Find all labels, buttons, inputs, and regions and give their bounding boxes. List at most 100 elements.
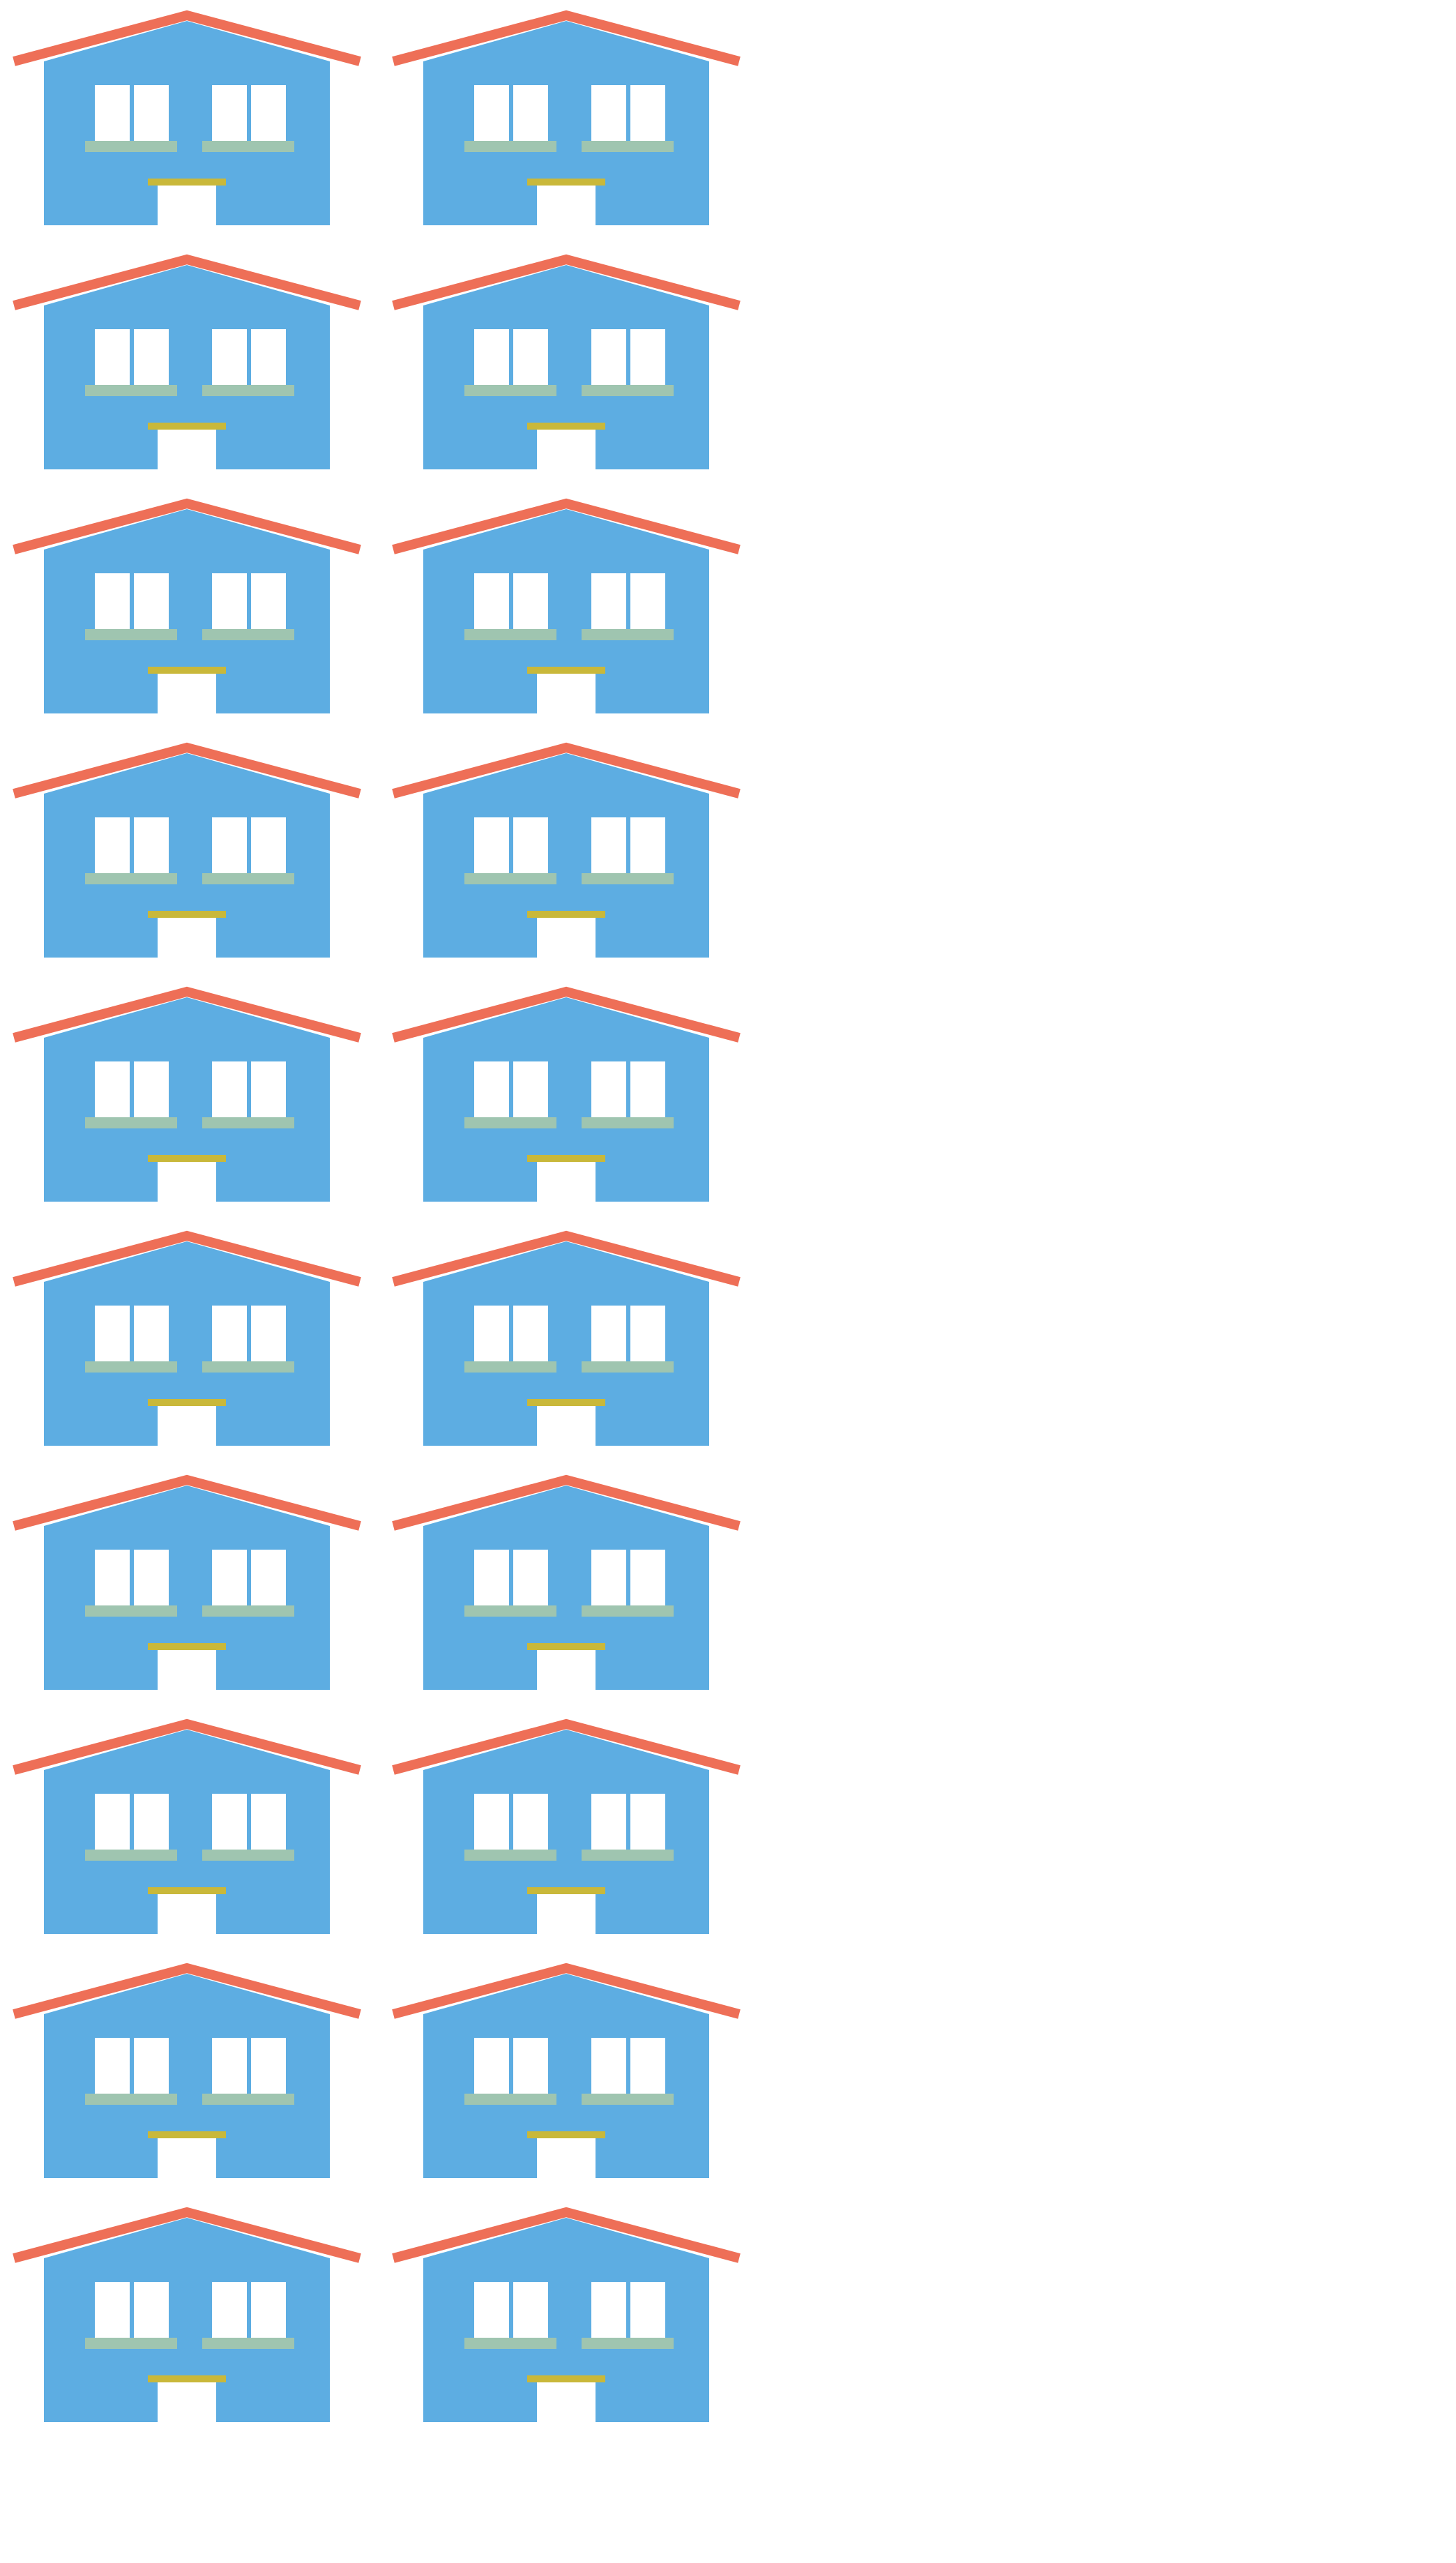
house-roof [392, 742, 741, 799]
house-icon [13, 498, 361, 713]
door-header [148, 911, 226, 918]
window-pane [251, 1061, 286, 1117]
house-icon [13, 1718, 361, 1934]
house-icon [392, 1474, 741, 1690]
window-sill [85, 385, 177, 396]
window-pane [134, 85, 169, 141]
window-sill [85, 2094, 177, 2105]
window-pane [95, 1550, 130, 1605]
window-pane [630, 2282, 665, 2338]
house-icon [392, 254, 741, 469]
window-pane [474, 1061, 509, 1117]
door-header [527, 1643, 605, 1650]
window-pane [95, 817, 130, 873]
window-pane [474, 817, 509, 873]
window-pane [474, 85, 509, 141]
window-sill [85, 873, 177, 884]
door-header [527, 2131, 605, 2138]
window-sill [202, 2338, 294, 2349]
door-header [148, 1399, 226, 1406]
window-pane [474, 1306, 509, 1361]
window-pane [474, 1794, 509, 1850]
door-header [527, 179, 605, 186]
window-sill [202, 385, 294, 396]
window-pane [212, 1306, 247, 1361]
door-header [527, 1155, 605, 1162]
window-sill [582, 2094, 674, 2105]
window-sill [582, 385, 674, 396]
window-pane [630, 85, 665, 141]
house-roof [392, 10, 741, 66]
door-header [527, 2375, 605, 2382]
house-icon [392, 986, 741, 1202]
house-roof [13, 2207, 361, 2263]
house-wall [423, 2218, 709, 2422]
house-roof [13, 1718, 361, 1775]
window-pane [513, 573, 548, 629]
house-icon [13, 742, 361, 958]
house-roof [13, 1230, 361, 1287]
house-roof [392, 1718, 741, 1775]
house-roof [392, 254, 741, 310]
house-icon [392, 742, 741, 958]
window-sill [464, 141, 556, 152]
window-pane [591, 329, 626, 385]
window-sill [582, 1605, 674, 1617]
window-pane [251, 573, 286, 629]
door-header [527, 1399, 605, 1406]
house-icon [392, 1718, 741, 1934]
window-pane [630, 1061, 665, 1117]
window-pane [591, 2282, 626, 2338]
house-wall [423, 1241, 709, 1446]
window-sill [85, 141, 177, 152]
window-pane [591, 1306, 626, 1361]
window-pane [591, 1061, 626, 1117]
window-pane [630, 329, 665, 385]
window-sill [202, 629, 294, 640]
house-roof [392, 986, 741, 1043]
house-roof [392, 1230, 741, 1287]
window-pane [134, 1061, 169, 1117]
window-sill [202, 1361, 294, 1373]
house-wall [44, 1730, 330, 1934]
window-pane [591, 573, 626, 629]
house-wall [44, 1485, 330, 1690]
house-roof [13, 986, 361, 1043]
window-sill [464, 385, 556, 396]
house-wall [423, 997, 709, 1202]
window-sill [85, 1361, 177, 1373]
window-pane [212, 1794, 247, 1850]
window-pane [212, 1550, 247, 1605]
window-pane [134, 817, 169, 873]
door-header [148, 423, 226, 430]
window-pane [513, 1794, 548, 1850]
window-pane [212, 2038, 247, 2094]
window-sill [202, 1117, 294, 1128]
window-sill [582, 1361, 674, 1373]
house-wall [44, 2218, 330, 2422]
house-icon [13, 1963, 361, 2178]
house-icon [392, 1230, 741, 1446]
window-pane [212, 2282, 247, 2338]
house-wall [44, 753, 330, 958]
window-sill [464, 1117, 556, 1128]
window-sill [582, 1850, 674, 1861]
window-pane [95, 1061, 130, 1117]
house-wall [423, 265, 709, 469]
house-icon [392, 2207, 741, 2422]
door-header [527, 667, 605, 674]
window-pane [95, 2282, 130, 2338]
window-sill [582, 2338, 674, 2349]
house-wall [44, 265, 330, 469]
window-pane [474, 329, 509, 385]
window-sill [202, 141, 294, 152]
window-sill [582, 141, 674, 152]
window-pane [474, 2038, 509, 2094]
window-sill [464, 1605, 556, 1617]
window-pane [95, 573, 130, 629]
door-header [527, 1887, 605, 1894]
window-pane [630, 2038, 665, 2094]
house-icon [13, 2207, 361, 2422]
window-pane [95, 329, 130, 385]
window-sill [582, 1117, 674, 1128]
